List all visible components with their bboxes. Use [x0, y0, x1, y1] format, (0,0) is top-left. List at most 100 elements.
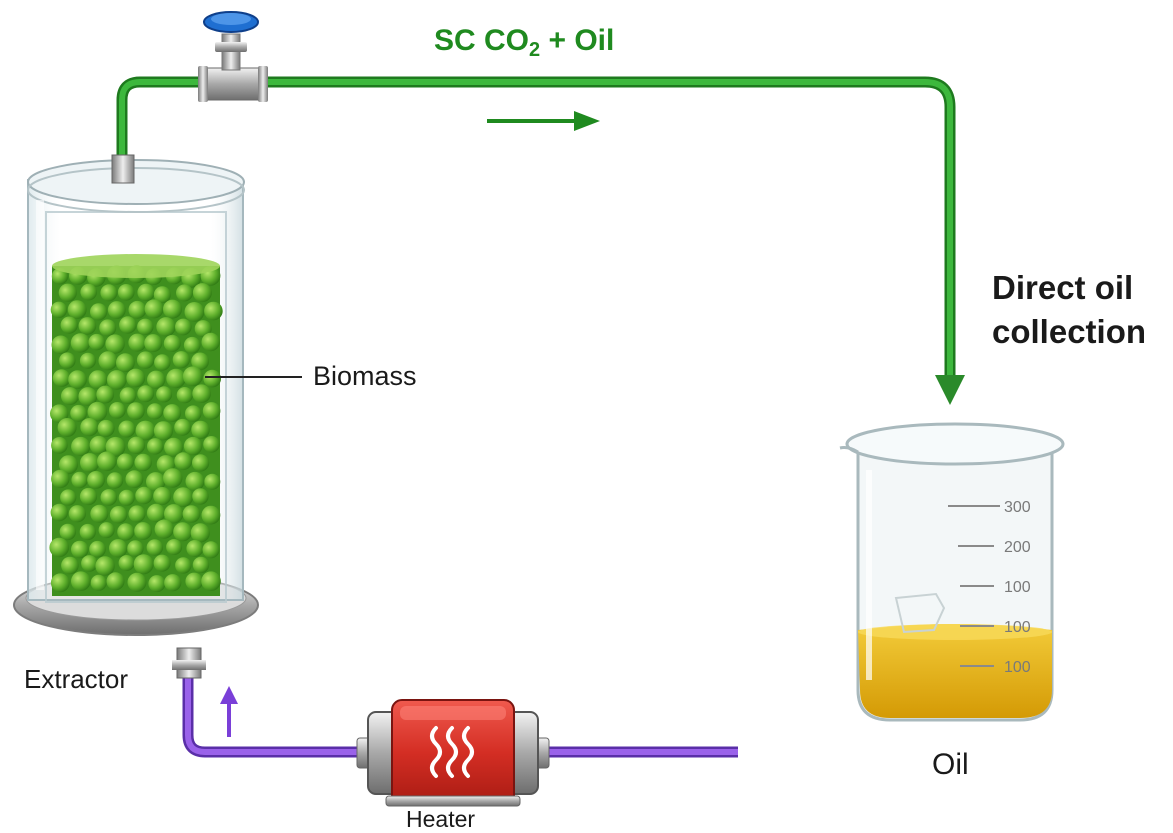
biomass-pellet: [126, 368, 146, 388]
biomass-pellet: [186, 540, 204, 557]
biomass-pellet: [78, 387, 98, 406]
biomass-pellet: [191, 420, 210, 440]
biomass-pellet: [59, 523, 76, 541]
biomass-pellet: [128, 505, 146, 523]
input-line: [182, 676, 738, 758]
biomass-pellet: [185, 572, 203, 591]
biomass-pellet: [183, 436, 203, 456]
biomass-pellet: [107, 301, 126, 319]
biomass-pellet: [127, 540, 144, 557]
biomass-pellet: [95, 556, 115, 576]
biomass-pellet: [50, 503, 68, 522]
biomass-pellets: [49, 265, 223, 593]
biomass-pellet: [80, 283, 97, 301]
biomass-pellet: [128, 300, 147, 319]
biomass-pellet: [192, 488, 209, 505]
biomass-pellet: [51, 335, 71, 355]
biomass-pellet: [204, 301, 223, 321]
biomass-pellet: [147, 370, 166, 389]
biomass-pellet: [153, 286, 171, 304]
biomass-pellet: [164, 437, 184, 457]
biomass-pellet: [163, 468, 183, 488]
oil-fill: [858, 624, 1052, 718]
biomass-pellet: [96, 385, 115, 404]
biomass-pellet: [163, 334, 181, 352]
biomass-pellet: [51, 469, 70, 489]
flow-label: SC CO2 + Oil: [434, 24, 615, 61]
biomass-pellet: [50, 301, 68, 318]
biomass-pellet: [68, 505, 86, 523]
biomass-pellet: [109, 539, 128, 558]
biomass-pellet: [52, 369, 71, 387]
biomass-pellet: [192, 384, 211, 404]
biomass-pellet: [192, 454, 210, 472]
biomass-pellet: [127, 572, 147, 592]
scale-tick: 200: [1004, 539, 1031, 556]
biomass-pellet: [203, 369, 221, 388]
biomass-pellet: [183, 336, 201, 354]
biomass-pellet: [154, 519, 174, 539]
heater: [356, 699, 550, 807]
biomass-pellet: [176, 284, 193, 302]
biomass-pellet: [117, 523, 135, 541]
biomass-pellet: [166, 368, 186, 389]
biomass-pellet: [59, 455, 78, 475]
down-arrow-icon: [935, 375, 965, 405]
scale-tick: 100: [1004, 619, 1031, 636]
biomass-pellet: [118, 555, 135, 571]
beaker: 300 200 100 100 100: [839, 422, 1065, 722]
biomass-pellet: [194, 320, 212, 338]
biomass-pellet: [88, 333, 105, 351]
biomass-pellet: [174, 452, 193, 471]
biomass-pellet: [79, 487, 98, 506]
biomass-pellet: [201, 505, 221, 525]
biomass-pellet: [172, 351, 190, 369]
biomass-pellet: [156, 386, 173, 403]
biomass-pellet: [137, 318, 154, 335]
biomass-pellet: [71, 571, 91, 591]
biomass-pellet: [79, 352, 96, 369]
scale-tick: 300: [1004, 499, 1031, 516]
biomass-pellet: [137, 385, 155, 403]
biomass-pellet: [79, 523, 96, 541]
biomass-pellet: [87, 471, 105, 489]
biomass-pellet: [90, 574, 107, 591]
biomass-pellet: [61, 556, 79, 575]
biomass-pellet: [87, 401, 108, 422]
biomass-pellet: [71, 436, 91, 457]
biomass-pellet: [192, 283, 212, 303]
biomass-pellet: [192, 556, 210, 574]
biomass-pellet: [89, 540, 106, 558]
biomass-pellet: [100, 284, 118, 302]
biomass-pellet: [133, 554, 154, 575]
biomass-pellet: [97, 419, 115, 437]
biomass-pellet: [71, 471, 88, 489]
scale-tick: 100: [1004, 579, 1031, 596]
biomass-pellet: [185, 405, 202, 422]
biomass-pellet: [107, 370, 127, 390]
biomass-pellet: [109, 506, 128, 524]
biomass-pellet: [51, 437, 68, 454]
biomass-pellet: [185, 471, 205, 491]
biomass-pellet: [175, 318, 192, 336]
biomass-pellet: [90, 504, 109, 523]
biomass-pellet: [119, 316, 137, 334]
biomass-pellet: [60, 316, 78, 334]
biomass-pellet: [88, 370, 108, 389]
biomass-pellet: [134, 453, 152, 472]
biomass-pellet: [154, 354, 171, 371]
biomass-pellet: [60, 489, 77, 506]
biomass-pellet: [201, 332, 220, 352]
biomass-pellet: [80, 418, 99, 437]
biomass-pellet: [118, 420, 136, 438]
biomass-pellet: [125, 470, 144, 489]
biomass-pellet: [128, 333, 147, 352]
biomass-pellet: [203, 436, 220, 453]
biomass-pellet: [135, 420, 156, 441]
biomass-pellet: [116, 353, 135, 373]
biomass-pellet: [99, 319, 117, 337]
biomass-pellet: [137, 283, 155, 302]
biomass-pellet: [184, 302, 205, 322]
biomass-pellet: [182, 505, 201, 523]
biomass-pellet: [144, 299, 164, 319]
